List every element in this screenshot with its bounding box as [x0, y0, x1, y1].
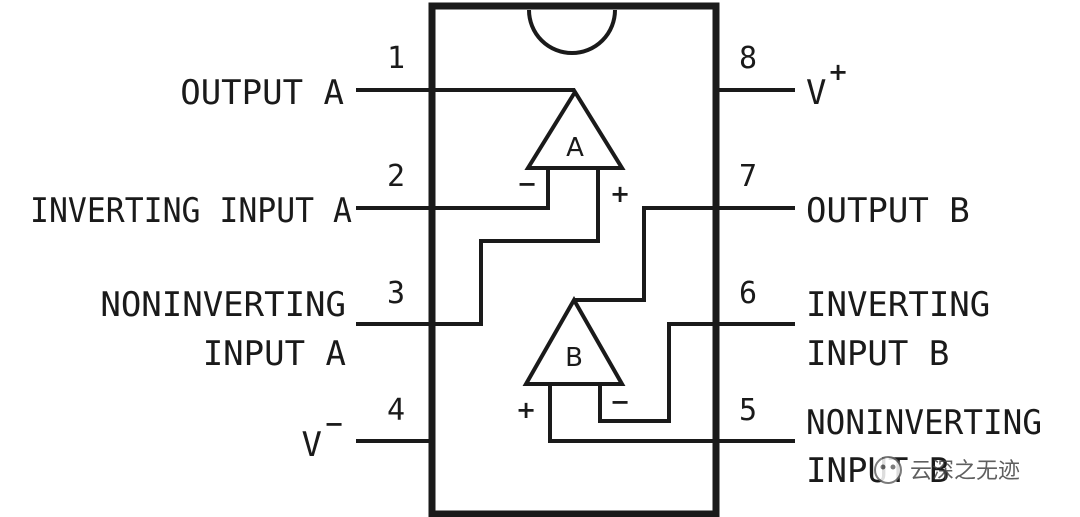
ic-package-body — [428, 2, 720, 517]
amplifier-b-label: B — [565, 343, 583, 373]
pin-8-label-superscript: + — [828, 58, 848, 86]
amplifier-b-minus: − — [610, 388, 630, 416]
pin-3-label-line1: NONINVERTING — [100, 285, 346, 325]
pin-3-number: 3 — [387, 276, 405, 311]
amplifier-a-plus: + — [610, 180, 630, 208]
pin-2-number: 2 — [387, 159, 405, 194]
amplifier-a-triangle — [524, 88, 626, 170]
watermark-text: 云深之无迹 — [910, 459, 1020, 484]
pin-4-label-superscript: − — [324, 410, 344, 438]
wire-inverting-a — [432, 168, 550, 210]
watermark: 云深之无迹 — [874, 456, 1020, 484]
wire-noninverting-b — [548, 384, 716, 443]
amplifier-b-plus: + — [516, 396, 536, 424]
pin-6-label-line1: INVERTING — [806, 285, 990, 325]
pin-7-label: OUTPUT B — [806, 191, 970, 231]
pin-6-number: 6 — [739, 276, 757, 311]
wire-inverting-b — [598, 322, 716, 423]
wire-noninverting-a — [432, 168, 600, 326]
pin-1-number: 1 — [387, 41, 405, 76]
amplifier-a-label: A — [566, 133, 584, 163]
pin-4-number: 4 — [387, 393, 405, 428]
pin-1-label: OUTPUT A — [180, 73, 344, 113]
pin-4-label: V — [302, 425, 322, 465]
pin-2-label: INVERTING INPUT A — [30, 191, 352, 231]
pin-5-number: 5 — [739, 393, 757, 428]
pin-8-number: 8 — [739, 41, 757, 76]
pin-7-number: 7 — [739, 159, 757, 194]
pin-5-label-line1: NONINVERTING — [806, 403, 1042, 443]
amplifier-b-triangle — [522, 295, 626, 386]
pin-8-label: V — [806, 73, 826, 113]
package-notch — [527, 9, 617, 55]
watermark-logo-icon — [874, 456, 902, 484]
pin-6-label-line2: INPUT B — [806, 334, 949, 374]
amplifier-a-minus: − — [517, 170, 537, 198]
pin-3-label-line2: INPUT A — [203, 334, 346, 374]
wire-output-b — [574, 206, 716, 302]
